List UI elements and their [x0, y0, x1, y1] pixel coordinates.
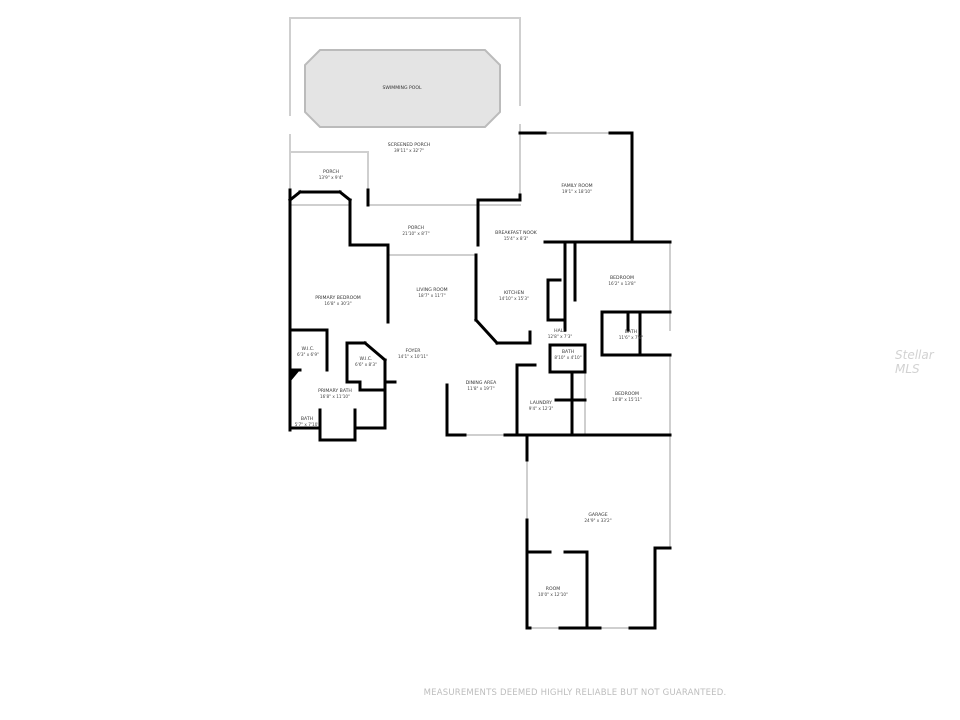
room-dimensions: 15'4" x 8'3"	[504, 236, 529, 241]
room-name: BATH	[301, 416, 313, 422]
room-dimensions: 14'8" x 15'11"	[612, 397, 642, 402]
wall-corner	[290, 370, 300, 382]
room-dimensions: 16'8" x 11'10"	[320, 394, 350, 399]
room-name: GARAGE	[588, 512, 607, 518]
walls	[287, 131, 672, 630]
room-dimensions: 19'1" x 18'10"	[562, 189, 592, 194]
swimming-pool	[304, 49, 501, 128]
wall	[337, 189, 353, 203]
room-dimensions: 11'8" x 19'7"	[467, 386, 494, 391]
room-name: BEDROOM	[615, 391, 639, 397]
room-name: SWIMMING POOL	[382, 85, 422, 91]
room-dimensions: 24'9" x 33'2"	[584, 518, 611, 523]
room-name: FAMILY ROOM	[561, 183, 592, 189]
room-name: LIVING ROOM	[416, 287, 447, 293]
room-name: BATH	[562, 349, 574, 355]
room-dimensions: 13'9" x 9'4"	[319, 175, 344, 180]
room-name: FOYER	[406, 348, 422, 354]
room-name: ROOM	[546, 586, 560, 592]
room-dimensions: 14'10" x 15'3"	[499, 296, 529, 301]
wall	[287, 189, 303, 203]
room-dimensions: 6'3" x 6'9"	[297, 352, 319, 357]
room-name: KITCHEN	[504, 290, 524, 296]
room-dimensions: 21'10" x 8'7"	[402, 231, 429, 236]
room-name: W.I.C.	[302, 346, 315, 352]
room-dimensions: 16'2" x 13'8"	[608, 281, 635, 286]
room-name: LAUNDRY	[530, 400, 552, 406]
room-name: HALL	[554, 328, 566, 334]
room-dimensions: 14'1" x 10'11"	[398, 354, 428, 359]
room-name: PRIMARY BATH	[318, 388, 352, 394]
room-dimensions: 9'4" x 12'3"	[529, 406, 554, 411]
room-name: W.I.C.	[360, 356, 373, 362]
room-name: BATH	[625, 329, 637, 335]
screen-walls	[289, 17, 671, 629]
watermark-logo: Stellar MLS	[895, 348, 934, 376]
room-name: PRIMARY BEDROOM	[315, 295, 361, 301]
room-dimensions: 11'6" x 7'6"	[619, 335, 644, 340]
wall	[362, 340, 388, 363]
room-name: PORCH	[323, 169, 339, 175]
room-name: PORCH	[408, 225, 424, 231]
room-dimensions: 10'0" x 12'10"	[538, 592, 568, 597]
wall	[473, 317, 500, 346]
room-dimensions: 6'6" x 8'3"	[355, 362, 377, 367]
room-dimensions: 5'7" x 7'10"	[295, 422, 320, 427]
room-name: DINING AREA	[466, 380, 497, 386]
room-dimensions: 12'8" x 7'3"	[548, 334, 573, 339]
disclaimer-text: MEASUREMENTS DEEMED HIGHLY RELIABLE BUT …	[423, 688, 727, 698]
room-dimensions: 18'7" x 11'7"	[418, 293, 445, 298]
room-name: BEDROOM	[610, 275, 634, 281]
room-dimensions: 8'10" x 4'10"	[554, 355, 581, 360]
room-name: SCREENED PORCH	[388, 142, 430, 148]
room-dimensions: 39'11" x 32'7"	[394, 148, 424, 153]
room-name: BREAKFAST NOOK	[495, 230, 538, 236]
room-dimensions: 16'8" x 30'3"	[324, 301, 351, 306]
